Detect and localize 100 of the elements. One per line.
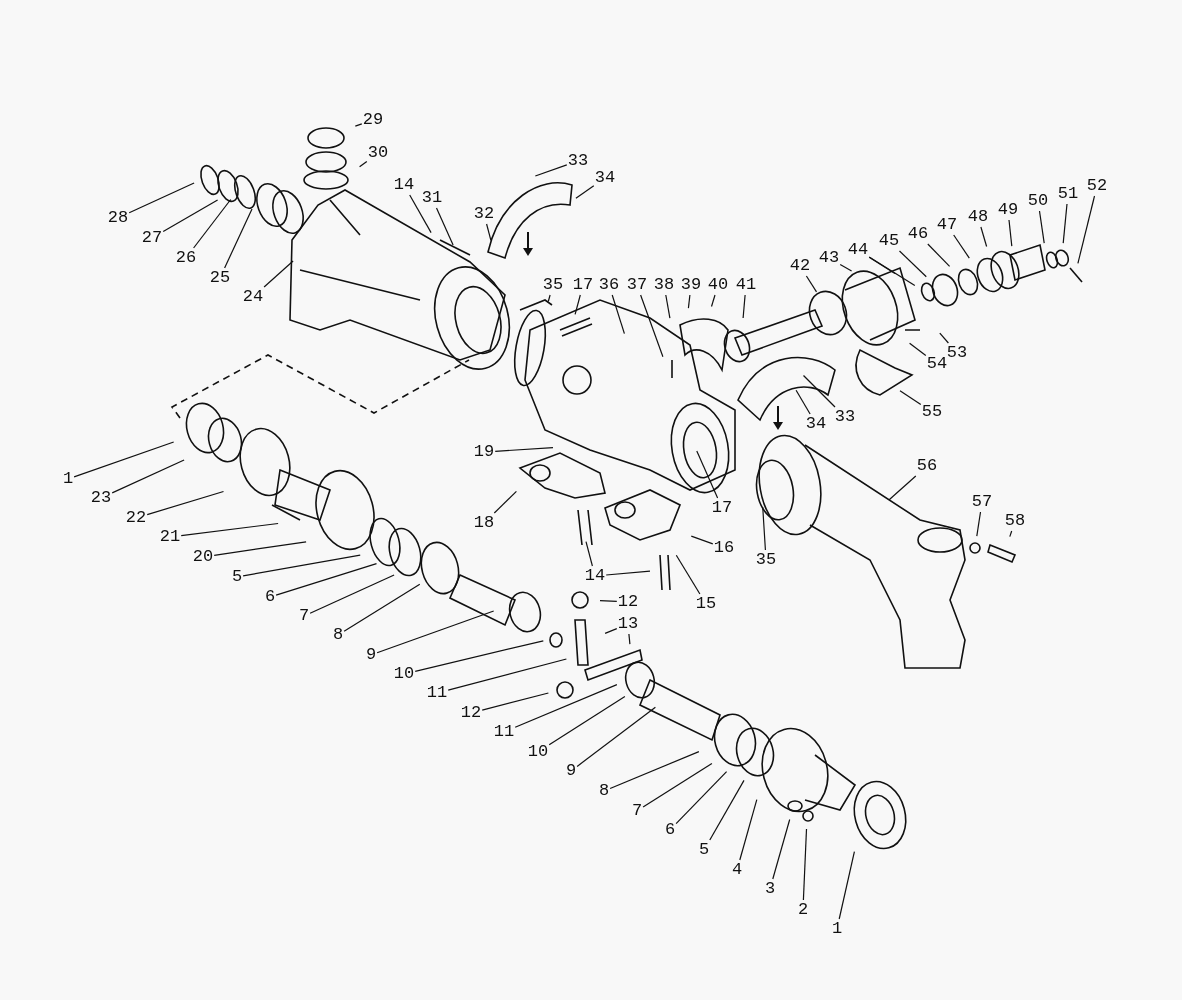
callout-number: 37	[626, 276, 648, 294]
callout-number: 9	[365, 646, 377, 664]
leader-line	[1062, 203, 1068, 244]
callout-number: 30	[367, 144, 389, 162]
leader-line	[604, 628, 618, 634]
leader-line	[802, 374, 836, 408]
leader-line	[414, 640, 544, 672]
callout-number: 49	[997, 201, 1019, 219]
callout-number: 6	[664, 821, 676, 839]
callout-number: 38	[653, 276, 675, 294]
leader-line	[376, 610, 495, 654]
leader-line	[1077, 195, 1096, 264]
callout-number: 1	[62, 470, 74, 488]
leader-line	[576, 706, 656, 767]
leader-line	[675, 771, 728, 825]
callout-number: 14	[584, 567, 606, 585]
leader-line	[162, 199, 219, 233]
callout-number: 25	[209, 269, 231, 287]
callout-number: 36	[598, 276, 620, 294]
leader-line	[128, 182, 195, 214]
leader-line	[343, 583, 421, 632]
callout-number: 26	[175, 249, 197, 267]
leader-line	[354, 123, 363, 127]
leader-line	[599, 600, 618, 602]
callout-number: 9	[565, 762, 577, 780]
leader-line	[224, 208, 253, 269]
leader-line	[687, 294, 691, 309]
leader-line	[839, 263, 853, 272]
leader-line	[359, 160, 368, 168]
leader-line	[548, 695, 626, 746]
leader-line	[1038, 210, 1045, 244]
leader-line	[574, 294, 581, 315]
callout-number: 17	[572, 276, 594, 294]
leader-line	[709, 779, 745, 841]
callout-number: 22	[125, 509, 147, 527]
leader-line	[710, 294, 716, 308]
leader-line	[73, 441, 175, 478]
callout-number: 7	[631, 802, 643, 820]
leader-line	[805, 275, 818, 293]
leader-line	[899, 390, 922, 406]
callout-number: 57	[971, 493, 993, 511]
callout-number: 31	[421, 189, 443, 207]
callout-number: 41	[735, 276, 757, 294]
leader-line	[868, 256, 916, 287]
callout-number: 33	[567, 152, 589, 170]
callout-number: 46	[907, 225, 929, 243]
callout-number: 33	[834, 408, 856, 426]
callout-number: 11	[426, 684, 448, 702]
callout-number: 48	[967, 208, 989, 226]
callout-number: 8	[332, 626, 344, 644]
leader-line	[742, 294, 746, 319]
callout-number: 24	[242, 288, 264, 306]
leader-line	[939, 332, 949, 344]
callout-number: 58	[1004, 512, 1026, 530]
callout-number: 13	[617, 615, 639, 633]
callout-number: 16	[713, 539, 735, 557]
leader-line	[111, 459, 185, 494]
callout-number: 10	[527, 743, 549, 761]
callout-number: 55	[921, 403, 943, 421]
callout-number: 8	[598, 782, 610, 800]
callout-number: 20	[192, 548, 214, 566]
leader-line	[802, 828, 808, 901]
callout-number: 14	[393, 176, 415, 194]
leader-line	[772, 818, 791, 880]
callout-number: 51	[1057, 185, 1079, 203]
leader-line	[180, 522, 279, 537]
leader-line	[575, 185, 595, 199]
leader-line	[409, 194, 432, 234]
leader-line	[493, 490, 517, 514]
callout-number: 34	[594, 169, 616, 187]
callout-number: 1	[831, 920, 843, 938]
callout-number: 52	[1086, 177, 1108, 195]
leader-line	[275, 563, 378, 596]
callout-number: 11	[493, 723, 515, 741]
callout-number: 39	[680, 276, 702, 294]
callout-number: 50	[1027, 192, 1049, 210]
callout-number: 12	[460, 704, 482, 722]
leader-line	[514, 684, 618, 728]
callout-number: 28	[107, 209, 129, 227]
leader-line	[888, 475, 917, 501]
callout-number: 29	[362, 111, 384, 129]
callout-number: 18	[473, 514, 495, 532]
callout-number: 6	[264, 588, 276, 606]
leader-line	[690, 535, 714, 545]
leader-line	[309, 574, 395, 614]
leader-line	[242, 554, 361, 577]
callout-number: 32	[473, 205, 495, 223]
callout-number: 4	[731, 861, 743, 879]
leader-line	[547, 294, 551, 303]
leader-line	[609, 751, 700, 790]
leader-line	[909, 342, 927, 357]
callout-number: 5	[698, 841, 710, 859]
callout-number: 42	[789, 257, 811, 275]
leader-line	[481, 692, 549, 711]
leader-line	[838, 851, 855, 920]
leader-line	[795, 389, 811, 415]
callout-number: 2	[797, 901, 809, 919]
leader-line	[534, 164, 568, 177]
leader-line	[146, 490, 225, 516]
leader-line	[605, 570, 651, 576]
